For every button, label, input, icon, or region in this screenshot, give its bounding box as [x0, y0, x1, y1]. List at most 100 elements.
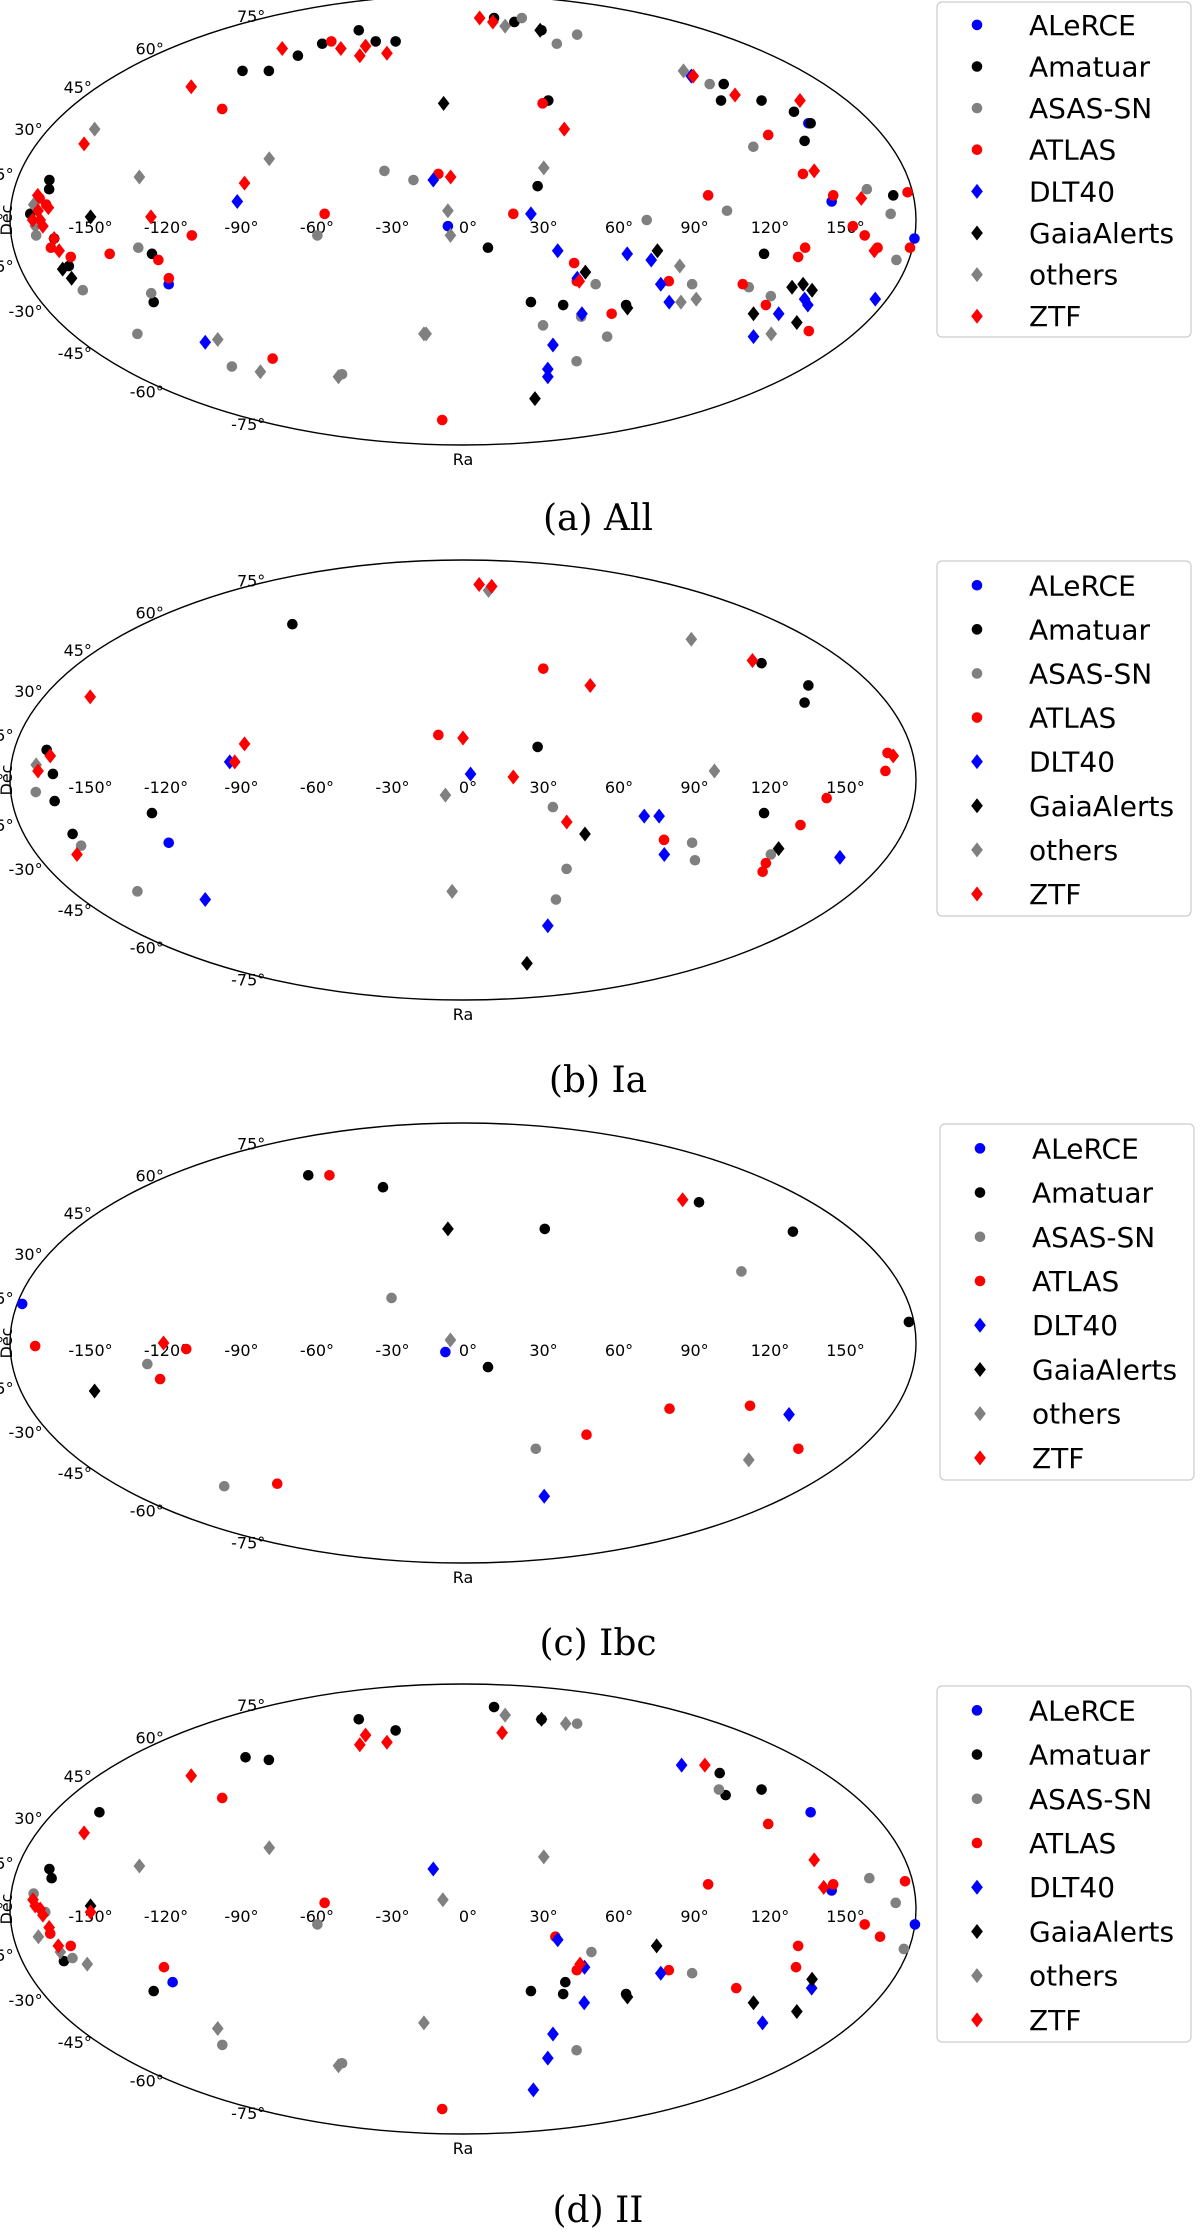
ra-tick-label: -120° — [144, 1341, 188, 1360]
point-asas-sn — [748, 141, 759, 153]
point-asas-sn — [386, 1292, 397, 1304]
sky-outline — [9, 559, 917, 1001]
point-atlas — [859, 230, 871, 241]
point-alerce — [909, 1919, 921, 1930]
dec-tick-label: 0° — [0, 211, 4, 230]
legend-marker — [971, 19, 983, 31]
point-atlas — [792, 251, 804, 263]
point-amatuar — [557, 299, 569, 311]
dec-tick-label: -45° — [58, 901, 92, 920]
point-ztf — [676, 1192, 689, 1208]
point-ztf — [359, 1727, 372, 1743]
point-gaiaalerts — [88, 1383, 101, 1399]
ra-tick-label: -90° — [224, 218, 258, 237]
panel-2: -150°-120°-90°-60°-30°0°30°60°90°120°150… — [0, 559, 1192, 1101]
ra-tick-label: 60° — [605, 218, 633, 237]
point-others — [211, 331, 224, 347]
dec-tick-label: 60° — [135, 39, 163, 58]
x-axis-label: Ra — [453, 1568, 474, 1587]
point-atlas — [606, 308, 617, 320]
point-asas-sn — [226, 361, 238, 372]
legend-entry-alerce: ALeRCE — [1029, 569, 1136, 602]
point-amatuar — [287, 618, 298, 630]
dec-tick-label: 45° — [64, 641, 92, 660]
point-gaiaalerts — [621, 1989, 634, 2005]
point-amatuar — [539, 1223, 551, 1235]
point-dlt40 — [576, 306, 588, 322]
point-atlas — [581, 1429, 592, 1441]
point-asas-sn — [891, 254, 902, 266]
point-amatuar — [903, 1316, 915, 1328]
point-amatuar — [560, 1976, 571, 1988]
ra-tick-label: 150° — [826, 1907, 865, 1926]
legend-marker — [974, 1187, 986, 1198]
point-others — [332, 2058, 345, 2074]
point-asas-sn — [551, 38, 563, 50]
point-atlas — [163, 272, 175, 284]
point-amatuar — [787, 1226, 799, 1237]
point-ztf — [78, 1825, 90, 1841]
ra-tick-label: -120° — [144, 1907, 188, 1926]
point-asas-sn — [686, 837, 698, 849]
point-gaiaalerts — [797, 276, 809, 292]
point-dlt40 — [621, 246, 634, 262]
point-ztf — [84, 1904, 97, 1920]
legend-entry-ztf: ZTF — [1029, 2004, 1081, 2037]
legend-marker — [971, 842, 983, 858]
point-asas-sn — [408, 174, 419, 186]
point-others — [446, 883, 458, 899]
data-points — [27, 1701, 921, 2115]
point-dlt40 — [805, 1980, 818, 1996]
legend-entry-ztf: ZTF — [1029, 300, 1081, 333]
point-asas-sn — [641, 214, 653, 226]
point-ztf — [238, 736, 251, 752]
legend-entry-asas-sn: ASAS-SN — [1029, 657, 1152, 690]
point-others — [133, 1858, 146, 1874]
point-dlt40 — [199, 334, 212, 350]
ra-tick-label: -150° — [68, 1341, 112, 1360]
point-dlt40 — [663, 294, 676, 310]
point-dlt40 — [654, 1965, 667, 1981]
point-amatuar — [803, 680, 814, 691]
point-asas-sn — [898, 1943, 910, 1955]
dec-tick-label: 30° — [14, 1809, 42, 1828]
point-atlas — [433, 729, 444, 741]
point-atlas — [319, 208, 330, 220]
ra-tick-label: -120° — [144, 778, 188, 797]
point-atlas — [902, 186, 913, 198]
ra-tick-label: -30° — [375, 778, 409, 797]
point-atlas — [904, 242, 916, 254]
legend-marker — [971, 712, 983, 723]
point-atlas — [658, 834, 670, 846]
legend-entry-amatuar: Amatuar — [1032, 1177, 1153, 1210]
point-atlas — [793, 1443, 804, 1455]
dec-tick-label: -75° — [231, 2104, 265, 2123]
point-ztf — [808, 163, 821, 179]
point-gaiaalerts — [786, 279, 798, 295]
legend-entry-gaiaalerts: GaiaAlerts — [1029, 790, 1174, 823]
point-amatuar — [758, 248, 770, 260]
point-amatuar — [353, 24, 365, 36]
point-atlas — [880, 765, 891, 777]
x-axis-label: Ra — [453, 450, 474, 469]
point-ztf — [868, 243, 881, 259]
point-ztf — [335, 40, 347, 56]
point-dlt40 — [525, 206, 537, 222]
point-atlas — [702, 190, 714, 201]
legend-entry-others: others — [1029, 259, 1118, 292]
dec-tick-label: 60° — [135, 1166, 163, 1185]
data-points — [24, 10, 920, 426]
point-ztf — [558, 121, 571, 137]
legend-entry-ztf: ZTF — [1029, 878, 1081, 911]
point-asas-sn — [379, 165, 390, 177]
dec-tick-label: 0° — [0, 1900, 4, 1919]
point-atlas — [797, 168, 809, 180]
ra-tick-label: 30° — [529, 1341, 557, 1360]
dec-tick-label: 45° — [64, 1204, 92, 1223]
ra-tick-label: -120° — [144, 218, 188, 237]
point-atlas — [821, 792, 832, 804]
point-asas-sn — [547, 801, 559, 813]
ra-tick-label: -90° — [224, 1341, 258, 1360]
point-atlas — [216, 1792, 228, 1804]
point-asas-sn — [30, 786, 42, 798]
